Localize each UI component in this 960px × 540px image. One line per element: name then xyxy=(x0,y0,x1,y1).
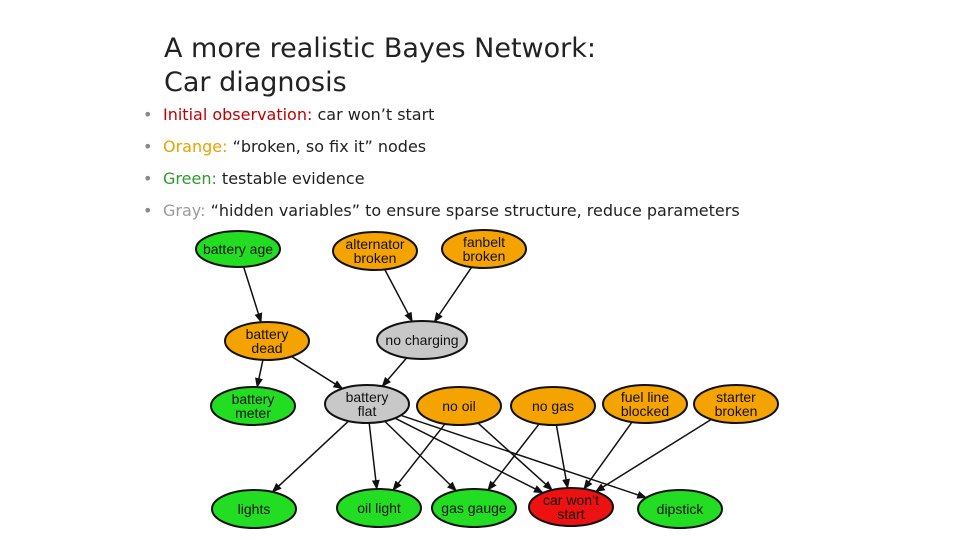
bullet-key: Orange: xyxy=(163,137,228,156)
edge-battery-flat-to-lights xyxy=(271,420,350,493)
node-ellipse-starter-broken xyxy=(693,384,779,424)
node-label-battery-flat: flat xyxy=(358,403,377,419)
bullet-text: “hidden variables” to ensure sparse stru… xyxy=(205,201,740,220)
node-label-oil-light: oil light xyxy=(357,500,401,516)
node-ellipse-alternator-broken xyxy=(332,231,418,271)
node-label-gas-gauge: gas gauge xyxy=(441,500,507,516)
node-label-fuel-line-blocked: blocked xyxy=(621,403,669,419)
edge-battery-age-to-battery-dead xyxy=(242,266,263,324)
edge-no-oil-to-car-wont-start xyxy=(477,422,553,491)
bullet-green: • Green: testable evidence xyxy=(143,166,740,198)
edge-fuel-line-blocked-to-car-wont-start xyxy=(583,421,633,490)
node-ellipse-battery-flat xyxy=(324,384,410,424)
edge-battery-flat-to-oil-light xyxy=(368,422,380,491)
node-label-battery-dead: dead xyxy=(251,340,282,356)
node-label-fuel-line-blocked: fuel line xyxy=(621,389,669,405)
node-label-starter-broken: starter xyxy=(716,389,756,405)
node-battery-age: battery age xyxy=(195,230,281,268)
node-ellipse-oil-light xyxy=(336,488,422,528)
node-label-no-gas: no gas xyxy=(532,398,574,414)
bullet-list: • Initial observation: car won’t start • O… xyxy=(143,102,740,230)
node-ellipse-fanbelt-broken xyxy=(441,229,527,269)
bullet-gray: • Gray: “hidden variables” to ensure spar… xyxy=(143,198,740,230)
edge-no-charging-to-battery-flat xyxy=(381,357,408,388)
slide-title-line-2: Car diagnosis xyxy=(164,67,347,98)
node-ellipse-battery-age xyxy=(195,230,281,268)
edge-battery-flat-to-dipstick xyxy=(400,414,648,499)
bullet-orange: • Orange: “broken, so fix it” nodes xyxy=(143,134,740,166)
node-ellipse-no-oil xyxy=(416,386,502,426)
node-no-charging: no charging xyxy=(376,320,468,360)
edges-layer xyxy=(242,266,712,499)
bullet-text: testable evidence xyxy=(216,169,365,188)
node-lights: lights xyxy=(211,489,297,529)
bullet-key: Gray: xyxy=(163,201,206,220)
node-label-alternator-broken: broken xyxy=(354,250,397,266)
bullet-text: “broken, so fix it” nodes xyxy=(227,137,427,156)
node-label-dipstick: dipstick xyxy=(657,501,705,517)
node-ellipse-battery-meter xyxy=(210,386,296,426)
node-label-fanbelt-broken: broken xyxy=(463,248,506,264)
node-label-battery-flat: battery xyxy=(346,389,389,405)
node-ellipse-fuel-line-blocked xyxy=(602,384,688,424)
edge-no-gas-to-car-wont-start xyxy=(555,424,570,490)
node-dipstick: dipstick xyxy=(637,489,723,529)
node-label-fanbelt-broken: fanbelt xyxy=(463,234,505,250)
node-no-oil: no oil xyxy=(416,386,502,426)
node-label-starter-broken: broken xyxy=(715,403,758,419)
node-ellipse-battery-dead xyxy=(224,321,310,361)
node-label-no-oil: no oil xyxy=(442,398,475,414)
node-ellipse-no-gas xyxy=(510,386,596,426)
bullet-text: car won’t start xyxy=(312,105,435,124)
edge-no-gas-to-gas-gauge xyxy=(487,423,540,491)
edge-starter-broken-to-car-wont-start xyxy=(594,418,712,493)
edge-no-oil-to-oil-light xyxy=(392,423,446,491)
edge-battery-dead-to-battery-flat xyxy=(291,355,344,390)
bullet-key: Initial observation: xyxy=(163,105,313,124)
node-label-alternator-broken: alternator xyxy=(345,236,404,252)
node-label-battery-age: battery age xyxy=(203,241,273,257)
node-ellipse-car-wont-start xyxy=(528,487,614,527)
node-no-gas: no gas xyxy=(510,386,596,426)
node-ellipse-lights xyxy=(211,489,297,529)
node-ellipse-gas-gauge xyxy=(431,488,517,528)
node-label-lights: lights xyxy=(238,501,271,517)
node-oil-light: oil light xyxy=(336,488,422,528)
node-ellipse-no-charging xyxy=(376,320,468,360)
node-ellipse-dipstick xyxy=(637,489,723,529)
bullet-dot-icon: • xyxy=(143,201,153,220)
node-label-battery-meter: battery xyxy=(232,391,275,407)
node-label-no-charging: no charging xyxy=(385,332,458,348)
bullet-key: Green: xyxy=(163,169,217,188)
node-label-car-wont-start: car won’t xyxy=(543,492,599,508)
bullet-dot-icon: • xyxy=(143,169,153,188)
edge-fanbelt-broken-to-no-charging xyxy=(433,266,473,323)
node-label-car-wont-start: start xyxy=(557,506,584,522)
bullet-dot-icon: • xyxy=(143,105,153,124)
edge-battery-dead-to-battery-meter xyxy=(255,359,264,389)
edge-alternator-broken-to-no-charging xyxy=(384,269,413,323)
slide-title-line-1: A more realistic Bayes Network: xyxy=(164,33,596,64)
edge-battery-flat-to-car-wont-start xyxy=(394,417,544,494)
bullet-dot-icon: • xyxy=(143,137,153,156)
node-gas-gauge: gas gauge xyxy=(431,488,517,528)
node-label-battery-dead: battery xyxy=(246,326,289,342)
slide-title: A more realistic Bayes Network: Car diag… xyxy=(164,32,596,100)
bullet-initial-observation: • Initial observation: car won’t start xyxy=(143,102,740,134)
node-label-battery-meter: meter xyxy=(235,405,271,421)
